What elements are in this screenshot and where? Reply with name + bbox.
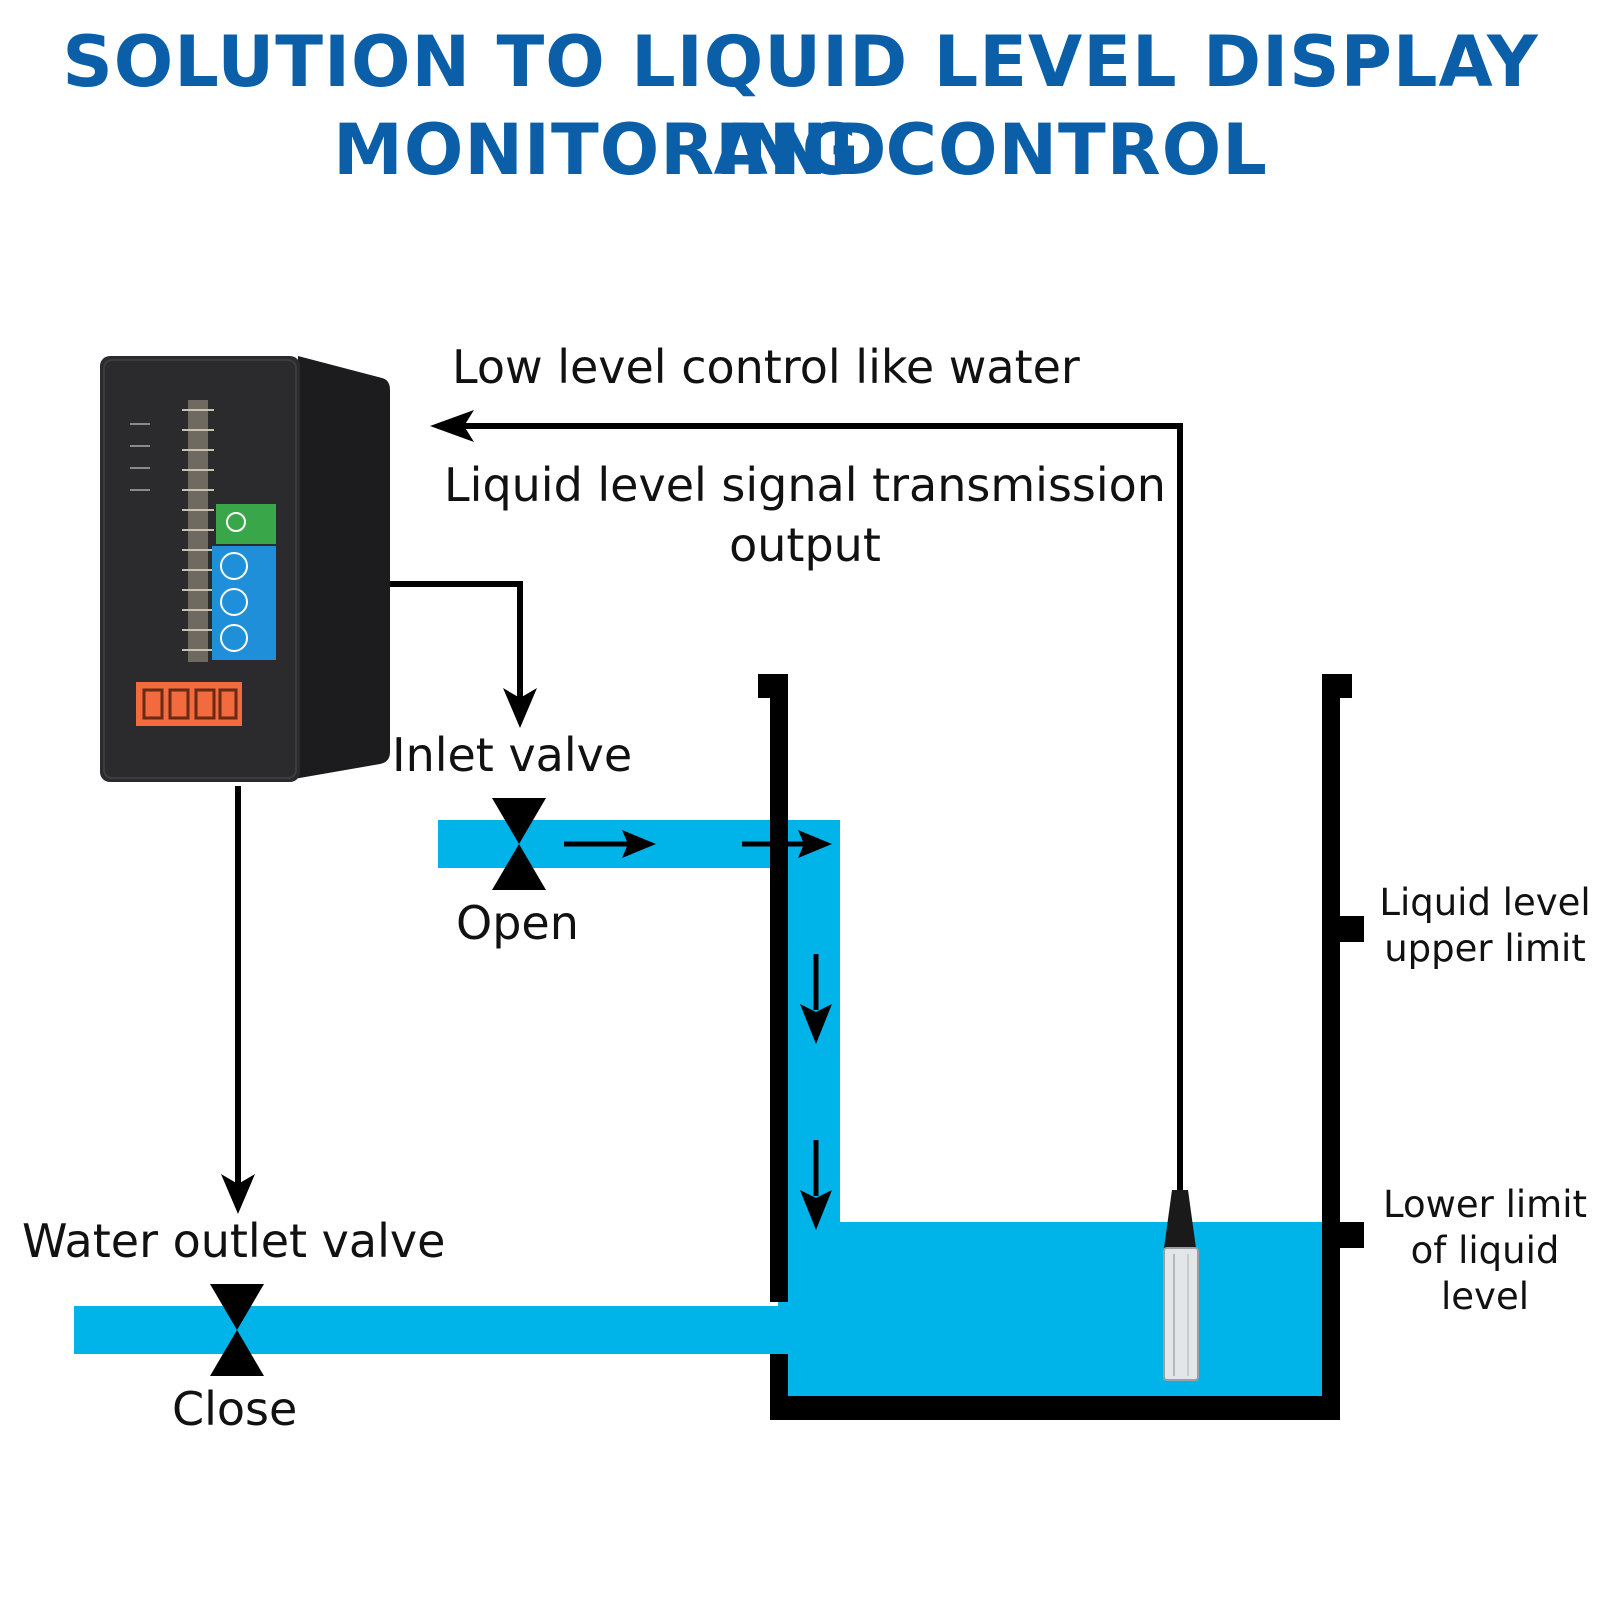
upper-limit-line-2: upper limit <box>1384 927 1586 970</box>
lower-limit-label: Lower limit of liquid level <box>1376 1182 1594 1320</box>
flow-arrow-right-icon <box>564 830 656 858</box>
outlet-pipe <box>74 1306 790 1354</box>
signal-wire <box>458 423 1183 1190</box>
lower-limit-line-2: of liquid <box>1410 1229 1560 1272</box>
level-controller-icon <box>100 356 390 782</box>
flow-arrow-right-icon <box>742 830 832 858</box>
flow-arrow-down-icon <box>800 1140 832 1230</box>
water-flow <box>74 820 1322 1396</box>
inlet-valve-icon <box>492 798 546 890</box>
lower-limit-line-3: level <box>1441 1275 1529 1318</box>
low-level-control-label: Low level control like water <box>452 340 1080 394</box>
tank-left-wall <box>770 674 788 1302</box>
level-sensor-icon <box>1163 1190 1199 1381</box>
tank-right-wall <box>1322 674 1340 1420</box>
upper-limit-mark <box>1340 916 1364 942</box>
inlet-valve-label: Inlet valve <box>392 728 633 782</box>
signal-output-line-2: output <box>729 518 881 572</box>
inlet-control-line <box>388 581 537 728</box>
diagram-title-line-2: MONITORING CONTROL <box>333 109 1268 191</box>
tank-bottom <box>770 1396 1340 1420</box>
signal-arrowhead <box>430 410 474 442</box>
signal-output-label: Liquid level signal transmission output <box>440 458 1170 572</box>
lower-limit-mark <box>1340 1222 1364 1248</box>
lower-limit-line-1: Lower limit <box>1383 1183 1587 1226</box>
upper-limit-label: Liquid level upper limit <box>1376 880 1594 972</box>
outlet-control-line <box>221 786 255 1214</box>
tank-left-cap <box>758 674 788 698</box>
signal-line <box>430 410 1183 1190</box>
tank <box>758 674 1364 1420</box>
outlet-valve-icon <box>210 1284 264 1376</box>
tank-water <box>778 1222 1322 1396</box>
flow-arrows <box>564 830 832 1230</box>
upper-limit-line-1: Liquid level <box>1379 881 1591 924</box>
tank-right-cap <box>1322 674 1352 698</box>
flow-arrow-down-icon <box>800 954 832 1044</box>
signal-output-line-1: Liquid level signal transmission <box>444 458 1166 512</box>
inlet-valve-state-label: Open <box>456 896 579 950</box>
outlet-valve-label: Water outlet valve <box>22 1214 446 1268</box>
outlet-valve-state-label: Close <box>172 1382 298 1436</box>
diagram-title-line-1: SOLUTION TO LIQUID LEVEL DISPLAY AND <box>62 21 1539 191</box>
